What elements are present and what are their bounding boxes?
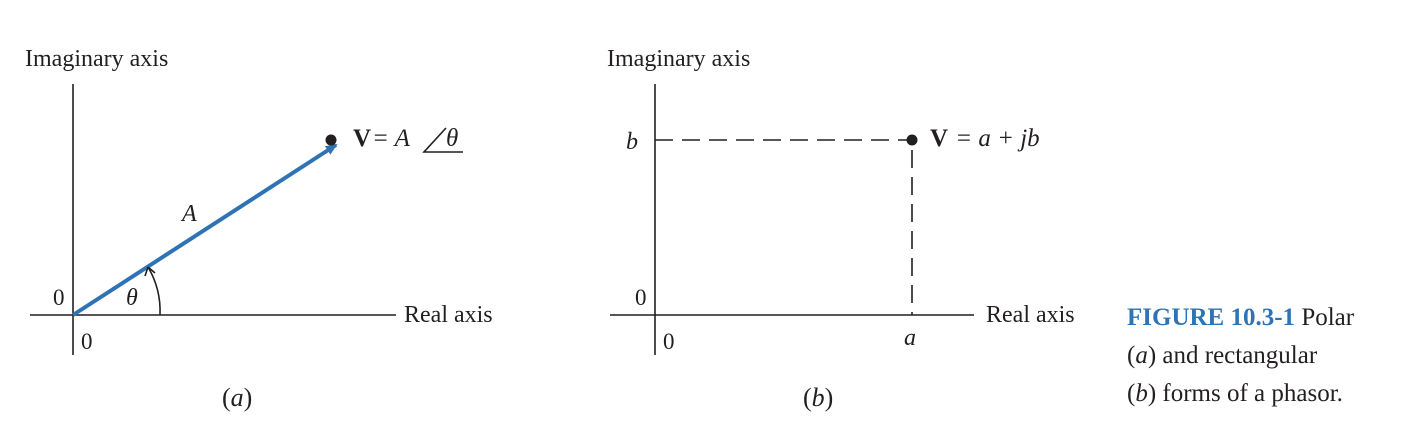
phasor-eq-a: = A <box>372 125 411 152</box>
caption-letter-b: b <box>1135 380 1148 407</box>
panel-a-real-axis-label: Real axis <box>404 302 493 328</box>
phasor-point-a <box>325 134 337 146</box>
panel-b-origin-y-label: 0 <box>635 285 647 310</box>
panel-b: Imaginary axis Real axis 0 0 b a V = a +… <box>607 46 1075 412</box>
angle-arc-arrowhead <box>144 266 156 277</box>
panel-a-label: (a) <box>222 383 252 412</box>
magnitude-label: A <box>180 201 197 227</box>
phasor-vector <box>71 143 338 317</box>
angle-label: θ <box>126 285 138 311</box>
panel-a-origin-y-label: 0 <box>53 285 65 310</box>
a-label: a <box>904 325 916 351</box>
b-label: b <box>626 129 638 155</box>
caption-text-2: and rectangular <box>1156 342 1318 369</box>
panel-b-label: (b) <box>803 383 833 412</box>
caption-text-3: forms of a phasor. <box>1156 380 1343 407</box>
phasor-angle-a: θ <box>446 125 458 152</box>
caption-text-1: Polar <box>1295 304 1355 331</box>
phasor-point-b <box>906 134 918 146</box>
phasor-eq-b: = a + jb <box>949 125 1040 152</box>
figure-number: FIGURE 10.3-1 <box>1127 304 1296 331</box>
angle-arc <box>147 266 161 316</box>
angle-symbol <box>422 127 463 153</box>
panel-b-real-axis-label: Real axis <box>986 302 1075 328</box>
figure-caption: FIGURE 10.3-1 Polar (a) and rectangular … <box>1127 304 1355 407</box>
panel-b-imaginary-axis-label: Imaginary axis <box>607 46 750 72</box>
phasor-symbol-a: V <box>353 125 371 152</box>
panel-b-origin-x-label: 0 <box>663 329 675 354</box>
panel-a-imaginary-axis-label: Imaginary axis <box>25 46 168 72</box>
caption-letter-a: a <box>1135 342 1148 369</box>
panel-a-origin-x-label: 0 <box>81 329 93 354</box>
panel-a: Imaginary axis Real axis 0 0 A θ V = A θ… <box>25 46 493 412</box>
phasor-symbol-b: V <box>930 125 948 152</box>
